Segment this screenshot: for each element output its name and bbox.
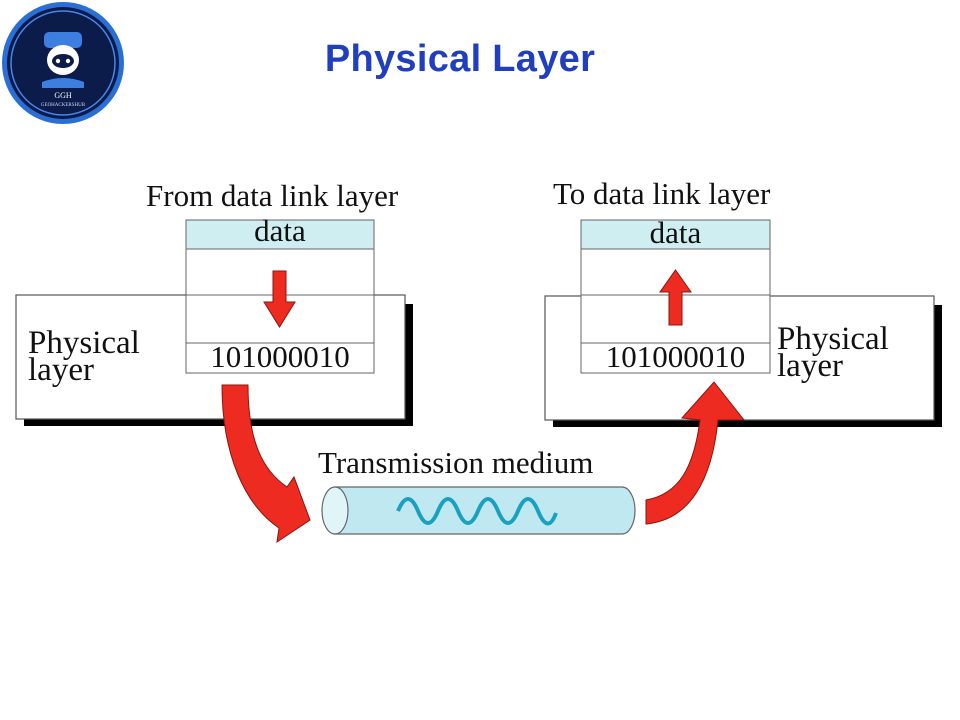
logo-icon: GGH GEOHACKERSHUB bbox=[2, 2, 124, 124]
receiver-physical-layer-label: Physical layer bbox=[777, 321, 889, 384]
sender-data-label: data bbox=[254, 213, 306, 248]
transmission-medium-label: Transmission medium bbox=[318, 445, 594, 480]
logo-initials: GGH bbox=[54, 91, 72, 100]
page-title: Physical Layer bbox=[324, 38, 596, 80]
receiver-physical-label-line1: Physical bbox=[777, 321, 889, 357]
logo-name: GEOHACKERSHUB bbox=[41, 103, 86, 108]
curved-arrow-icon bbox=[221, 384, 311, 544]
to-data-link-label: To data link layer bbox=[553, 176, 771, 211]
sender-physical-label-line2: layer bbox=[28, 352, 94, 388]
receiver-data-label: data bbox=[649, 215, 702, 250]
down-arrow-icon bbox=[263, 270, 296, 328]
up-arrow-icon bbox=[659, 269, 692, 326]
from-data-link-label: From data link layer bbox=[146, 178, 399, 213]
sender-physical-layer-label: Physical layer bbox=[28, 325, 140, 388]
sender-physical-label-line1: Physical bbox=[28, 325, 140, 361]
wave-icon bbox=[396, 497, 558, 526]
sender-bitstream: 101000010 bbox=[210, 339, 350, 374]
curved-arrow-icon bbox=[645, 381, 746, 525]
receiver-physical-label-line2: layer bbox=[777, 348, 843, 384]
receiver-bitstream: 101000010 bbox=[605, 339, 746, 374]
